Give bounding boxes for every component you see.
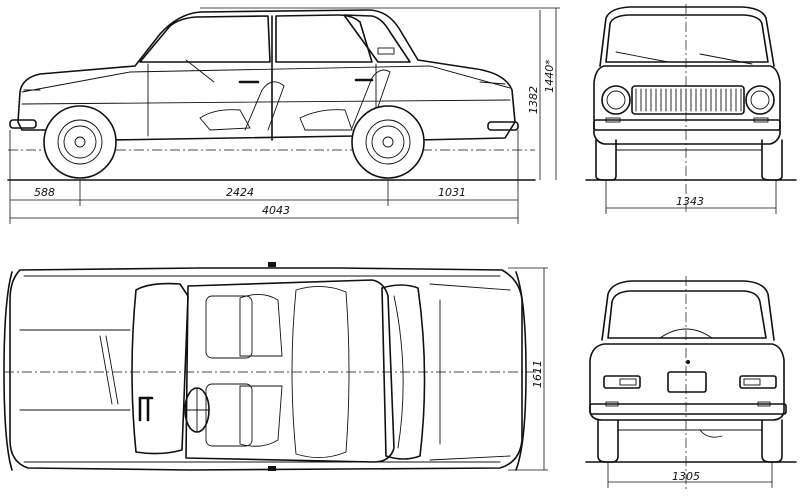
rear-view: 1305 <box>585 276 797 490</box>
top-roof <box>185 279 395 463</box>
top-windshield <box>131 282 189 455</box>
rear-bumper-rear-view <box>589 403 787 415</box>
dim-wheelbase: 2424 <box>226 186 254 199</box>
dim-rear-overhang: 1031 <box>438 186 466 199</box>
front-bumper <box>9 119 37 129</box>
front-view: 1343 <box>585 4 797 214</box>
left-taillight <box>603 375 641 389</box>
rear-window <box>607 290 767 339</box>
dim-overall-width: 1611 <box>531 360 544 388</box>
front-bumper-front-view <box>593 119 781 131</box>
license-plate <box>667 371 707 393</box>
top-body-outline <box>9 267 523 471</box>
front-wheel <box>43 105 117 179</box>
rear-wheel <box>351 105 425 179</box>
dim-overall-length: 4043 <box>262 204 290 217</box>
rear-bumper <box>487 121 519 131</box>
top-rear-window <box>381 284 426 460</box>
dim-rear-track: 1305 <box>672 470 700 483</box>
side-view: 588 2424 1031 4043 1382 1440* <box>7 7 560 224</box>
right-taillight <box>739 375 777 389</box>
front-grille <box>631 85 745 115</box>
dim-front-overhang: 588 <box>34 186 55 199</box>
dim-height-max: 1440* <box>543 59 556 93</box>
top-view: 1611 <box>3 262 548 471</box>
left-headlight <box>601 85 631 115</box>
dim-front-track: 1343 <box>676 195 704 208</box>
dim-height-unladen: 1382 <box>527 86 540 114</box>
right-headlight <box>745 85 775 115</box>
side-windows <box>139 15 271 63</box>
front-windshield <box>605 14 769 63</box>
